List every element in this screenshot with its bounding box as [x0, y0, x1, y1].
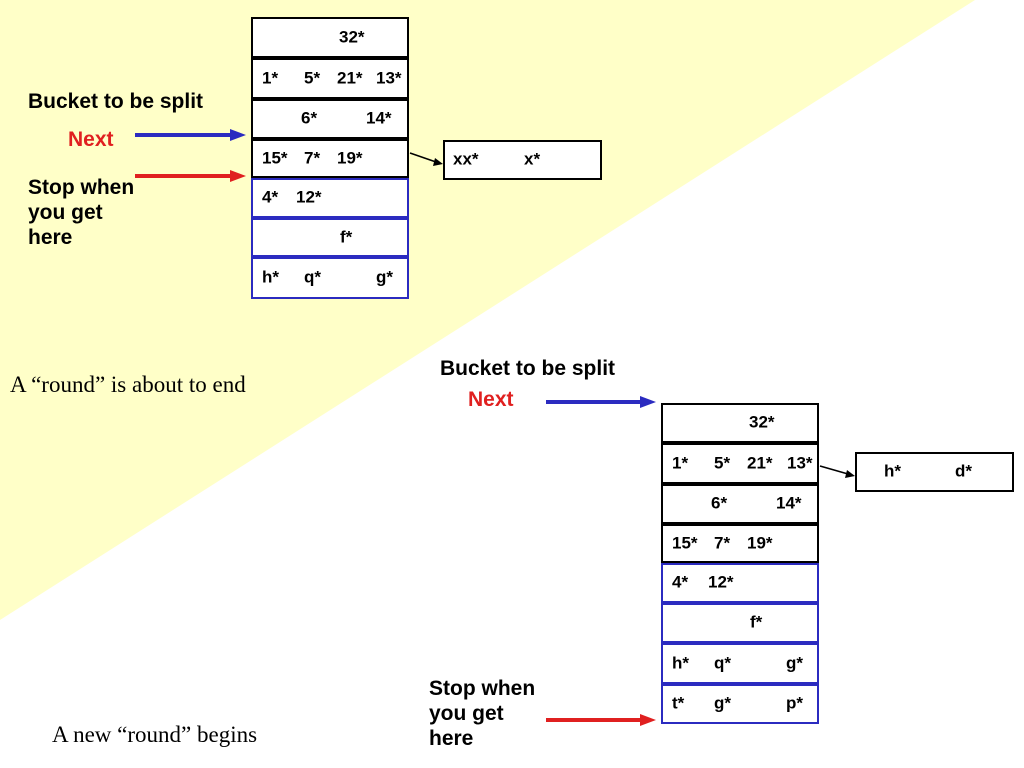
bucket-entry: h* — [262, 267, 279, 287]
top-bucket-0: 32* — [251, 17, 409, 58]
bucket-entry: p* — [786, 693, 803, 713]
bottom-overflow-pointer-arrow — [819, 465, 855, 478]
bottom-overflow-page: h* d* — [855, 452, 1014, 492]
bucket-entry: 5* — [714, 453, 731, 473]
bucket-entry: g* — [376, 267, 393, 287]
bottom-bucket-3: 15* 7* 19* — [661, 524, 819, 563]
bucket-entry: 13* — [376, 68, 402, 88]
bottom-next-arrow — [546, 396, 656, 408]
bucket-entry: 13* — [787, 453, 813, 473]
bucket-entry: f* — [750, 612, 763, 632]
top-caption: A “round” is about to end — [10, 372, 246, 397]
bottom-bucket-to-be-split-label: Bucket to be split — [440, 357, 616, 380]
bucket-entry: 19* — [747, 533, 773, 553]
bucket-entry: h* — [672, 653, 689, 673]
bucket-entry: f* — [340, 227, 353, 247]
overflow-entry: h* — [884, 461, 901, 481]
bucket-entry: 1* — [672, 453, 689, 473]
bottom-stop-label: Stop when you get here — [429, 677, 536, 751]
bucket-entry: q* — [714, 653, 731, 673]
top-overflow-page: xx* x* — [443, 140, 602, 180]
top-bucket-6: h* q* g* — [251, 257, 409, 299]
bottom-next-label: Next — [468, 388, 514, 411]
bucket-entry: 32* — [749, 412, 775, 432]
bucket-entry: 21* — [747, 453, 773, 473]
overflow-entry: xx* — [453, 149, 479, 169]
bottom-caption: A new “round” begins — [52, 722, 258, 747]
bucket-entry: 4* — [262, 187, 279, 207]
bucket-entry: 14* — [776, 493, 802, 513]
bottom-bucket-5: f* — [661, 603, 819, 643]
bottom-bucket-2: 6* 14* — [661, 484, 819, 524]
top-next-arrow — [135, 129, 246, 141]
bucket-entry: g* — [786, 653, 803, 673]
top-bucket-5: f* — [251, 218, 409, 257]
bottom-bucket-1: 1* 5* 21* 13* — [661, 443, 819, 484]
top-next-label: Next — [68, 128, 114, 151]
bucket-entry: 5* — [304, 68, 321, 88]
bucket-entry: g* — [714, 693, 731, 713]
top-stop-label: Stop when you get here — [28, 176, 135, 250]
top-bucket-4: 4* 12* — [251, 178, 409, 218]
bucket-entry: 14* — [366, 108, 392, 128]
bucket-entry: 15* — [672, 533, 698, 553]
top-bucket-1: 1* 5* 21* 13* — [251, 58, 409, 99]
bottom-bucket-0: 32* — [661, 403, 819, 443]
bottom-bucket-7: t* g* p* — [661, 684, 819, 724]
bucket-entry: 15* — [262, 148, 288, 168]
bucket-entry: q* — [304, 267, 321, 287]
bucket-entry: 19* — [337, 148, 363, 168]
overflow-entry: d* — [955, 461, 972, 481]
bucket-entry: 12* — [296, 187, 322, 207]
top-bucket-3: 15* 7* 19* — [251, 139, 409, 178]
bucket-entry: 1* — [262, 68, 279, 88]
bucket-entry: 12* — [708, 572, 734, 592]
bottom-stop-arrow — [546, 714, 656, 726]
bucket-entry: 32* — [339, 27, 365, 47]
bottom-bucket-4: 4* 12* — [661, 563, 819, 603]
top-stop-arrow — [135, 170, 246, 182]
top-overflow-pointer-arrow — [409, 152, 443, 166]
bucket-entry: 6* — [301, 108, 318, 128]
bucket-entry: 21* — [337, 68, 363, 88]
bucket-entry: t* — [672, 693, 685, 713]
top-bucket-to-be-split-label: Bucket to be split — [28, 90, 204, 113]
overflow-entry: x* — [524, 149, 541, 169]
bucket-entry: 6* — [711, 493, 728, 513]
bucket-entry: 7* — [304, 148, 321, 168]
bucket-entry: 4* — [672, 572, 689, 592]
bucket-entry: 7* — [714, 533, 731, 553]
top-bucket-2: 6* 14* — [251, 99, 409, 139]
bottom-bucket-6: h* q* g* — [661, 643, 819, 684]
